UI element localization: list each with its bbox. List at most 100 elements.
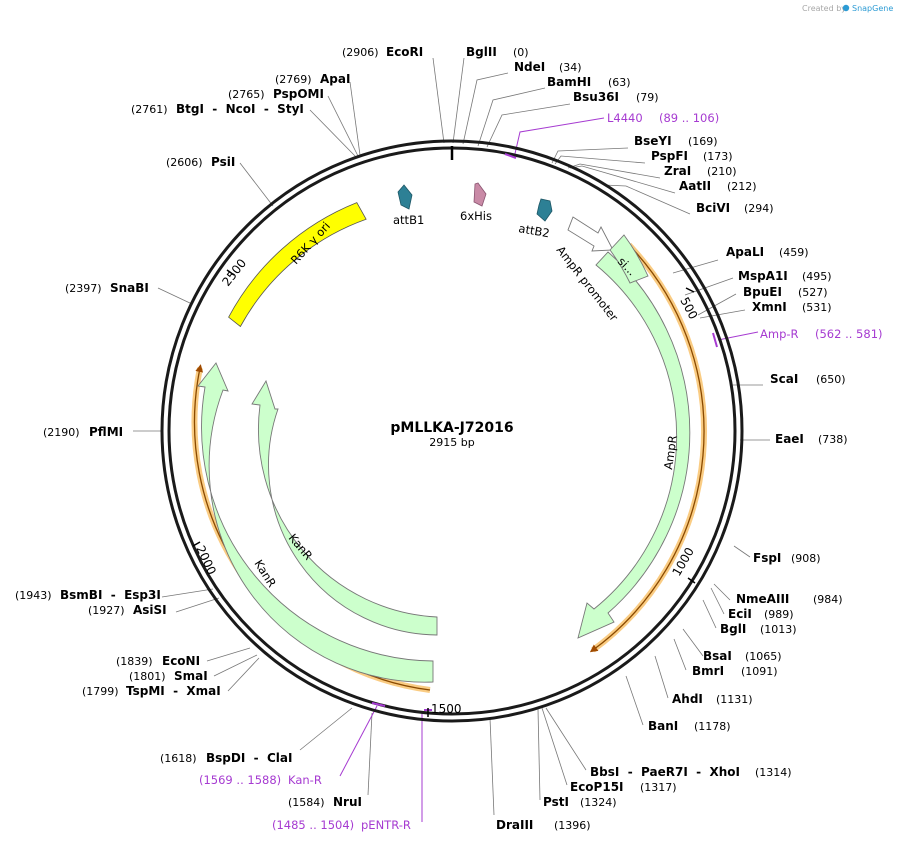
site-name-bsmbi-esp3i[interactable]: BsmBI - Esp3I (60, 588, 161, 602)
site-name-ecori[interactable]: EcoRI (386, 45, 423, 59)
site-name-eaei[interactable]: EaeI (775, 432, 804, 446)
site-name-xmni[interactable]: XmnI (752, 300, 787, 314)
leader-bspdi (299, 707, 353, 751)
site-name-nmeaiii[interactable]: NmeAIII (736, 592, 789, 606)
site-name-psii[interactable]: PsiI (211, 155, 235, 169)
site-name-bani[interactable]: BanI (648, 719, 678, 733)
site-pos: (1584) (288, 796, 325, 809)
primer-name-kan-r[interactable]: Kan-R (288, 773, 322, 787)
feature-signal[interactable]: si... (609, 234, 649, 284)
site-pos: (738) (818, 433, 848, 446)
site-name-bmri[interactable]: BmrI (692, 664, 724, 678)
site-name-bseyi[interactable]: BseYI (634, 134, 672, 148)
leader-draiii (489, 717, 495, 816)
site-name-bsai[interactable]: BsaI (703, 649, 732, 663)
site-name-pspomi[interactable]: PspOMI (273, 87, 324, 101)
site-pos: (2190) (43, 426, 80, 439)
site-name-ahdi[interactable]: AhdI (672, 692, 703, 706)
site-name-pflmi[interactable]: PflMI (89, 425, 123, 439)
primer-name-l4440[interactable]: L4440 (607, 111, 643, 125)
snapgene-credit: Created by SnapGene (802, 4, 893, 13)
leader-psti (537, 708, 541, 801)
site-name-ndei[interactable]: NdeI (514, 60, 545, 74)
site-pos: (212) (727, 180, 757, 193)
site-name-snabi[interactable]: SnaBI (110, 281, 149, 295)
site-name-fspi[interactable]: FspI (753, 551, 781, 565)
site-name-bgli[interactable]: BglI (720, 622, 746, 636)
site-pos: (1317) (640, 781, 677, 794)
site-name-bamhi[interactable]: BamHI (547, 75, 591, 89)
site-pos: (2769) (275, 73, 312, 86)
site-pos: (169) (688, 135, 718, 148)
site-name-zrai[interactable]: ZraI (664, 164, 691, 178)
primer-name-pentr-r[interactable]: pENTR-R (361, 818, 411, 832)
leader-bsu36i (486, 103, 571, 148)
site-name-pspfi[interactable]: PspFI (651, 149, 688, 163)
leader-bsai (682, 628, 704, 657)
site-name-btgi-ncoi-styi[interactable]: BtgI - NcoI - StyI (176, 102, 304, 116)
site-name-aatii[interactable]: AatII (679, 179, 711, 193)
leader-aatii (569, 165, 676, 194)
site-pos: (173) (703, 150, 733, 163)
site-name-smai[interactable]: SmaI (174, 669, 208, 683)
leader-smai (213, 654, 258, 677)
feature-6xhis[interactable]: 6xHis (460, 182, 492, 223)
primer-name-amp-r[interactable]: Amp-R (760, 327, 799, 341)
site-pos: (2906) (342, 46, 379, 59)
site-pos: (2397) (65, 282, 102, 295)
feature-r6k-ori[interactable]: R6K γ ori (228, 202, 367, 328)
site-pos: (1618) (160, 752, 197, 765)
site-pos: (1927) (88, 604, 125, 617)
site-pos: (908) (791, 552, 821, 565)
plasmid-size: 2915 bp (429, 436, 474, 449)
ampr-arc (577, 251, 691, 639)
site-pos: (989) (764, 608, 794, 621)
site-pos: (650) (816, 373, 846, 386)
feature-attb2[interactable]: attB2 (517, 198, 553, 240)
site-pos: (1091) (741, 665, 778, 678)
site-name-bsu36i[interactable]: Bsu36I (573, 90, 619, 104)
kanr-outer-arc (197, 362, 434, 683)
site-pos: (63) (608, 76, 631, 89)
site-name-tspmi-xmai[interactable]: TspMI - XmaI (126, 684, 221, 698)
feature-attb1[interactable]: attB1 (393, 184, 424, 227)
leader-snabi (157, 287, 193, 305)
site-pos: (294) (744, 202, 774, 215)
primer-mark-l4440 (504, 153, 517, 159)
leader-pspfi (554, 155, 646, 165)
leader-bbsi (545, 707, 587, 771)
site-pos: (1799) (82, 685, 119, 698)
site-name-apali[interactable]: ApaLI (726, 245, 764, 259)
site-name-bspdi-clai[interactable]: BspDI - ClaI (206, 751, 292, 765)
site-name-ecii[interactable]: EciI (728, 607, 752, 621)
site-pos: (1943) (15, 589, 52, 602)
signal-arc (609, 234, 649, 284)
site-name-draiii[interactable]: DraIII (496, 818, 533, 832)
leader-bamhi (477, 87, 546, 147)
site-name-scai[interactable]: ScaI (770, 372, 798, 386)
site-name-apai[interactable]: ApaI (320, 72, 350, 86)
site-name-psti[interactable]: PstI (543, 795, 569, 809)
leader-pspomi (327, 95, 359, 157)
site-name-bglii[interactable]: BglII (466, 45, 497, 59)
site-pos: (79) (636, 91, 659, 104)
site-labels: (2906) EcoRI BglII (0) NdeI (34) BamHI (… (15, 45, 883, 832)
site-name-mspa1i[interactable]: MspA1I (738, 269, 788, 283)
site-name-ecop15i[interactable]: EcoP15I (570, 780, 624, 794)
site-pos: (1324) (580, 796, 617, 809)
leader-bcivi (603, 184, 691, 215)
feature-kanr-outer[interactable]: KanR (197, 362, 434, 683)
leader-ecii (710, 587, 725, 615)
site-name-nrui[interactable]: NruI (333, 795, 362, 809)
site-name-asisi[interactable]: AsiSI (133, 603, 167, 617)
feature-ampr[interactable]: AmpR (577, 251, 691, 639)
site-name-bbsi-paer7i-xhoi[interactable]: BbsI - PaeR7I - XhoI (590, 765, 740, 779)
site-pos: (459) (779, 246, 809, 259)
site-name-bpuei[interactable]: BpuEI (743, 285, 782, 299)
site-name-econi[interactable]: EcoNI (162, 654, 200, 668)
r6k-ori-arc (228, 202, 367, 328)
snapgene-brand-text: SnapGene (852, 4, 893, 13)
ampr-promoter-arrow (567, 216, 614, 252)
site-pos: (2606) (166, 156, 203, 169)
site-name-bcivi[interactable]: BciVI (696, 201, 730, 215)
